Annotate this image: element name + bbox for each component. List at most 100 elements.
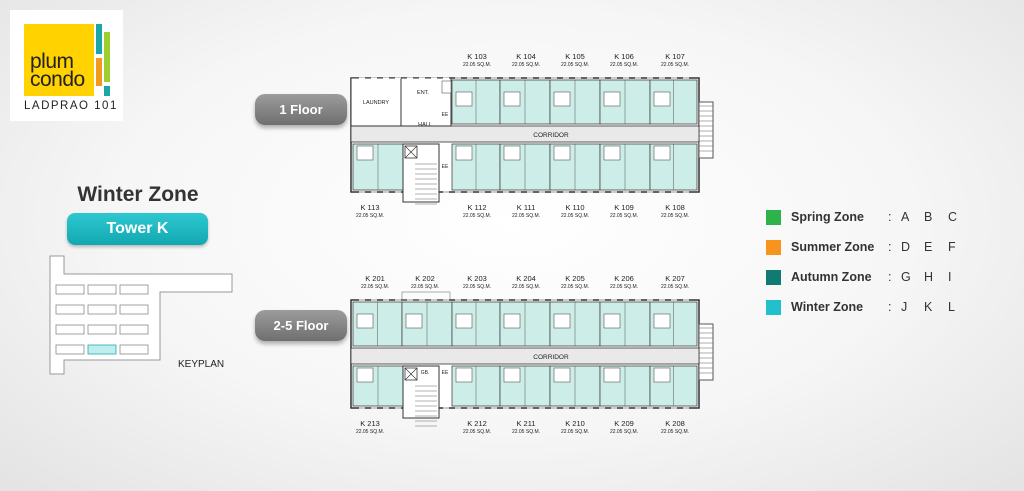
- room-label-ee: EE: [442, 370, 449, 376]
- unit-label: K 212: [467, 419, 487, 428]
- unit-area-label: 22.05 SQ.M.: [512, 284, 540, 290]
- unit-label: K 201: [365, 274, 385, 283]
- legend-colon: :: [888, 210, 892, 224]
- bathroom: [653, 91, 671, 107]
- legend-colon: :: [888, 300, 892, 314]
- balcony-outline: [401, 291, 451, 301]
- unit-label: K 111: [517, 203, 536, 212]
- room-label-entrance: ENT.: [417, 90, 429, 96]
- bathroom: [503, 91, 521, 107]
- unit-label: K 211: [516, 419, 535, 428]
- keyplan-highlight-tower-k: [87, 344, 117, 355]
- legend-tower-letter[interactable]: B: [924, 210, 933, 224]
- corridor: [350, 125, 700, 143]
- legend-zone-name: Autumn Zone: [791, 270, 872, 284]
- bathroom: [603, 313, 621, 329]
- unit-label: K 105: [565, 52, 585, 61]
- bathroom: [603, 145, 621, 161]
- keyplan-building: [87, 284, 117, 295]
- unit-label: K 202: [415, 274, 435, 283]
- keyplan-building: [55, 344, 85, 355]
- room-label-laundry: LAUNDRY: [363, 100, 390, 106]
- lift-cross: [404, 145, 418, 159]
- legend-zone-name: Winter Zone: [791, 300, 864, 314]
- legend-tower-letter[interactable]: L: [948, 300, 955, 314]
- floor-2-5-button[interactable]: 2-5 Floor: [255, 310, 347, 341]
- legend-tower-letter[interactable]: H: [924, 270, 934, 284]
- lift-cross: [404, 367, 418, 381]
- bathroom: [553, 367, 571, 383]
- bathroom: [653, 367, 671, 383]
- unit-label: K 213: [360, 419, 380, 428]
- unit-area-label: 22.05 SQ.M.: [661, 284, 689, 290]
- unit-area-label: 22.05 SQ.M.: [463, 62, 491, 68]
- room-label-ee: EE: [442, 164, 449, 170]
- unit-area-label: 22.05 SQ.M.: [361, 284, 389, 290]
- legend-tower-letter[interactable]: E: [924, 240, 933, 254]
- bathroom: [603, 91, 621, 107]
- unit-area-label: 22.05 SQ.M.: [561, 429, 589, 435]
- unit-area-label: 22.05 SQ.M.: [411, 284, 439, 290]
- unit-label: K 104: [516, 52, 536, 61]
- right-fire-stair: [698, 323, 714, 381]
- bathroom: [356, 313, 374, 329]
- bathroom: [603, 367, 621, 383]
- bathroom: [553, 313, 571, 329]
- bathroom: [455, 313, 473, 329]
- unit-label: K 103: [467, 52, 487, 61]
- unit-area-label: 22.05 SQ.M.: [512, 429, 540, 435]
- laundry-room: [350, 77, 402, 127]
- room-label-ee: EE: [442, 112, 449, 118]
- unit-label: K 205: [565, 274, 585, 283]
- unit-label: K 108: [665, 203, 685, 212]
- bathroom: [553, 91, 571, 107]
- unit-area-label: 22.05 SQ.M.: [561, 284, 589, 290]
- unit-area-label: 22.05 SQ.M.: [610, 62, 638, 68]
- legend-tower-letter[interactable]: K: [924, 300, 933, 314]
- zone-title: Winter Zone: [77, 183, 199, 206]
- legend-tower-letter[interactable]: J: [901, 300, 908, 314]
- logo-word-plum: plum: [30, 50, 74, 73]
- unit-area-label: 22.05 SQ.M.: [356, 429, 384, 435]
- room-label-hall: HALL: [418, 122, 432, 128]
- legend-tower-letter[interactable]: I: [948, 270, 952, 284]
- bathroom: [553, 145, 571, 161]
- unit-label: K 207: [665, 274, 685, 283]
- logo-yellow-square: [24, 24, 94, 96]
- unit-area-label: 22.05 SQ.M.: [463, 213, 491, 219]
- logo-stripe: [104, 86, 110, 96]
- bathroom: [405, 313, 423, 329]
- tower-badge[interactable]: Tower K: [67, 213, 208, 245]
- logo-stripe: [96, 24, 102, 54]
- keyplan-building: [119, 284, 149, 295]
- floor-1-button[interactable]: 1 Floor: [255, 94, 347, 125]
- unit-label: K 109: [614, 203, 634, 212]
- legend-swatch: [766, 210, 781, 225]
- corridor: [350, 347, 700, 365]
- unit-label: K 206: [614, 274, 634, 283]
- bathroom: [455, 367, 473, 383]
- keyplan-building: [119, 324, 149, 335]
- unit-area-label: 22.05 SQ.M.: [610, 213, 638, 219]
- legend-tower-letter[interactable]: D: [901, 240, 911, 254]
- bathroom: [503, 145, 521, 161]
- unit-area-label: 22.05 SQ.M.: [512, 62, 540, 68]
- bathroom: [356, 367, 374, 383]
- legend-tower-letter[interactable]: F: [948, 240, 956, 254]
- corridor-label: CORRIDOR: [533, 132, 569, 139]
- keyplan-building: [55, 304, 85, 315]
- keyplan-building: [55, 284, 85, 295]
- legend-swatch: [766, 270, 781, 285]
- legend-tower-letter[interactable]: A: [901, 210, 910, 224]
- legend-tower-letter[interactable]: G: [901, 270, 911, 284]
- logo-stripe: [104, 32, 110, 82]
- bathroom: [455, 91, 473, 107]
- legend-tower-letter[interactable]: C: [948, 210, 958, 224]
- unit-area-label: 22.05 SQ.M.: [610, 284, 638, 290]
- unit-area-label: 22.05 SQ.M.: [661, 62, 689, 68]
- unit-area-label: 22.05 SQ.M.: [463, 429, 491, 435]
- unit-label: K 110: [565, 203, 584, 212]
- logo-word-condo: condo: [30, 68, 85, 91]
- keyplan-building: [119, 344, 149, 355]
